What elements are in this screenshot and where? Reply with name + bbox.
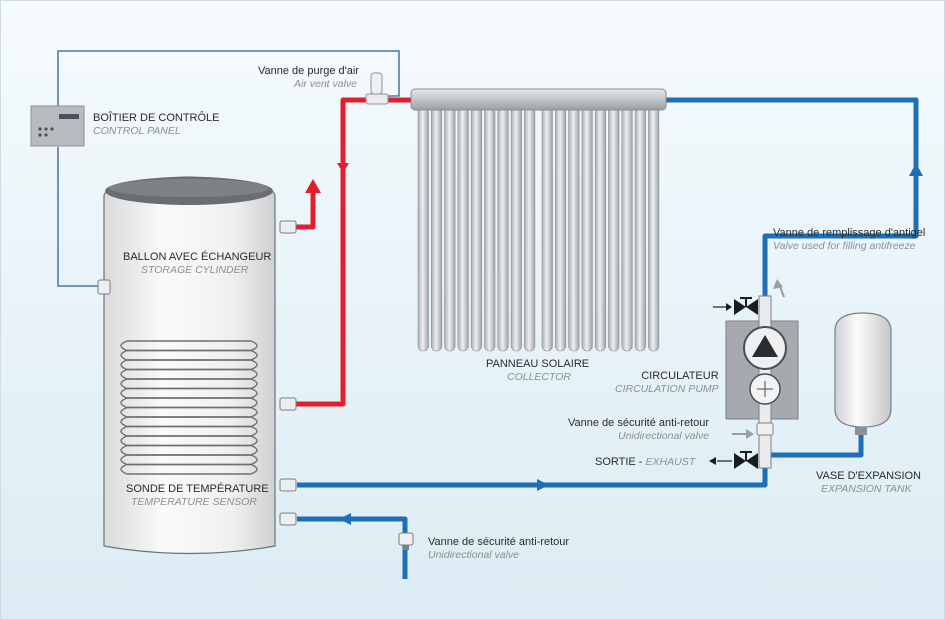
collector-tube [524, 104, 536, 352]
fill-valve-label: Vanne de remplissage d'antigel Valve use… [773, 227, 925, 253]
flow-arrows-cold [339, 163, 923, 525]
fill-valve-label-fr: Vanne de remplissage d'antigel [773, 227, 926, 239]
control-panel-label: BOÎTIER DE CONTRÔLE CONTROL PANEL [93, 112, 220, 138]
collector-tube [541, 104, 553, 352]
collector-label-en: COLLECTOR [507, 371, 571, 383]
coil-loop [120, 463, 258, 475]
air-vent-label: Vanne de purge d'air Air vent valve [258, 65, 359, 91]
pump-check-valve-label: Vanne de sécurité anti-retour Unidirecti… [568, 417, 709, 443]
collector-label-fr: PANNEAU SOLAIRE [486, 358, 590, 370]
storage-label-en: STORAGE CYLINDER [141, 264, 249, 276]
exhaust-valve [709, 429, 758, 469]
collector-tube [568, 104, 580, 352]
pump-label-fr: CIRCULATEUR [641, 370, 719, 382]
collector-tube [497, 104, 509, 352]
exhaust-label-en: EXHAUST [645, 456, 696, 468]
collector-tube [594, 104, 607, 352]
collector-tube [444, 104, 456, 352]
storage-label-fr: BALLON AVEC ÉCHANGEUR [123, 251, 272, 263]
air-vent-valve [365, 72, 389, 105]
pump-check-valve-label-en: Unidirectional valve [618, 430, 710, 442]
storage-tank [103, 176, 276, 555]
pump-label: CIRCULATEUR CIRCULATION PUMP [615, 370, 719, 396]
pump-label-en: CIRCULATION PUMP [615, 383, 719, 395]
collector-tube [634, 104, 646, 352]
inlet-check-valve [398, 532, 414, 550]
control-panel-label-fr: BOÎTIER DE CONTRÔLE [93, 112, 220, 124]
collector-tube [608, 104, 620, 352]
sensor-label-fr: SONDE DE TEMPÉRATURE [126, 483, 269, 495]
collector-tube [484, 104, 496, 352]
cold-pipes [297, 97, 919, 579]
collector-tube [554, 104, 567, 352]
collector-tube [430, 104, 443, 352]
collector-tube [621, 104, 633, 352]
inlet-check-valve-label-fr: Vanne de sécurité anti-retour [428, 536, 570, 548]
control-panel-box [30, 105, 85, 147]
collector-tube [417, 104, 429, 352]
collector-label: PANNEAU SOLAIRE COLLECTOR [486, 358, 589, 384]
pump-check-valve-label-fr: Vanne de sécurité anti-retour [568, 417, 710, 429]
exhaust-label: SORTIE - EXHAUST [595, 454, 695, 469]
inlet-check-valve-label-en: Unidirectional valve [428, 549, 520, 561]
flow-arrows-hot [305, 163, 349, 193]
inlet-check-valve-label: Vanne de sécurité anti-retour Unidirecti… [428, 536, 569, 562]
collector-tube [510, 104, 522, 352]
tank-ports [97, 220, 297, 526]
expansion-tank [834, 312, 892, 435]
collector-tube [648, 104, 660, 352]
fill-valve-label-en: Valve used for filling antifreeze [773, 240, 916, 252]
air-vent-label-fr: Vanne de purge d'air [258, 65, 359, 77]
collector-tube [457, 104, 469, 352]
fill-valve [713, 279, 785, 315]
control-wiring [57, 50, 400, 287]
storage-label: BALLON AVEC ÉCHANGEUR STORAGE CYLINDER [123, 251, 271, 277]
expansion-label: VASE D'EXPANSION EXPANSION TANK [816, 470, 921, 496]
collector-tubes [417, 104, 660, 352]
collector-header [410, 88, 667, 111]
collector-tube [470, 104, 483, 352]
sensor-label: SONDE DE TEMPÉRATURE TEMPERATURE SENSOR [126, 483, 269, 509]
sensor-label-en: TEMPERATURE SENSOR [131, 496, 257, 508]
pump-station [725, 295, 799, 469]
control-panel-label-en: CONTROL PANEL [93, 125, 181, 137]
expansion-label-fr: VASE D'EXPANSION [816, 470, 921, 482]
collector-tube [581, 104, 593, 352]
exhaust-label-fr: SORTIE - [595, 456, 646, 468]
heat-exchanger-coil [120, 340, 258, 475]
hot-pipes [295, 97, 411, 407]
air-vent-label-en: Air vent valve [294, 78, 358, 90]
expansion-label-en: EXPANSION TANK [821, 483, 912, 495]
